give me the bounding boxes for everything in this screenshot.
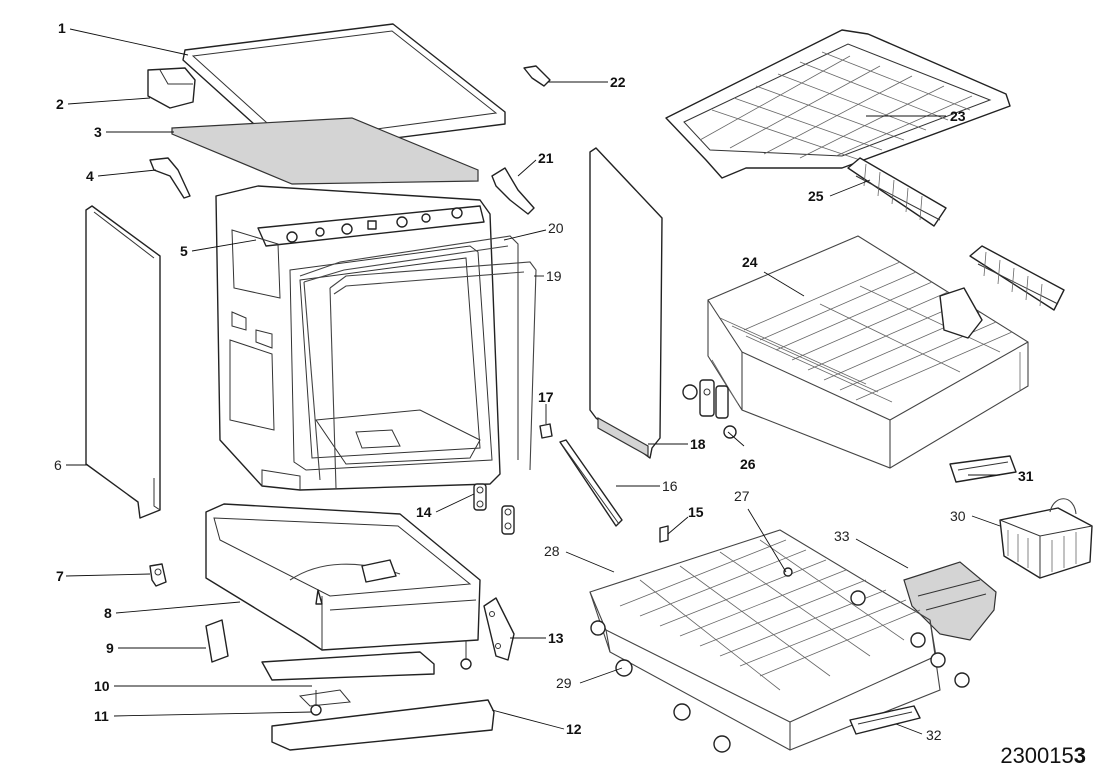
- callout-29: 29: [556, 675, 572, 691]
- part-side-panel-left: [85, 205, 161, 519]
- part-plinth-bar: [559, 439, 623, 527]
- leader-lines: [65, 28, 1001, 735]
- control-knobs: [286, 207, 463, 243]
- part-valve: [149, 563, 167, 587]
- callout-22: 22: [610, 74, 626, 90]
- part-basket-wheels: [590, 590, 970, 753]
- callout-19: 19: [546, 268, 562, 284]
- callout-26: 26: [740, 456, 756, 472]
- callout-9: 9: [106, 640, 114, 656]
- part-basket-handle-lower: [849, 705, 921, 735]
- part-access-panel: [205, 619, 229, 663]
- callout-5: 5: [180, 243, 188, 259]
- callout-8: 8: [104, 605, 112, 621]
- callout-18: 18: [690, 436, 706, 452]
- part-lower-basket: [589, 529, 941, 751]
- callout-27: 27: [734, 488, 750, 504]
- part-worktop: [182, 23, 506, 153]
- part-upper-tray: [665, 29, 1011, 179]
- part-basket-pin: [783, 567, 793, 577]
- part-small-cap: [659, 525, 669, 543]
- callout-31: 31: [1018, 468, 1034, 484]
- callout-28: 28: [544, 543, 560, 559]
- callout-23: 23: [950, 108, 966, 124]
- tray-grid: [699, 51, 973, 161]
- callout-6: 6: [54, 457, 62, 473]
- callout-3: 3: [94, 124, 102, 140]
- callout-7: 7: [56, 568, 64, 584]
- part-door-hinges: [473, 483, 515, 535]
- diagram-code: 2300153: [1000, 743, 1086, 769]
- callout-24: 24: [742, 254, 758, 270]
- callout-12: 12: [566, 721, 582, 737]
- lower-basket-tines: [619, 539, 921, 691]
- callout-33: 33: [834, 528, 850, 544]
- callout-30: 30: [950, 508, 966, 524]
- part-door-gaskets: [299, 235, 537, 489]
- callout-10: 10: [94, 678, 110, 694]
- diagram-code-suffix: 3: [1073, 743, 1086, 768]
- callout-13: 13: [548, 630, 564, 646]
- part-tub-body: [215, 185, 501, 491]
- callout-20: 20: [548, 220, 564, 236]
- callout-17: 17: [538, 389, 554, 405]
- part-upper-basket: [707, 235, 1029, 469]
- part-cutlery-insert: [903, 561, 997, 641]
- callout-25: 25: [808, 188, 824, 204]
- callout-4: 4: [86, 168, 94, 184]
- part-clip-side: [539, 423, 553, 439]
- part-fixing-bracket-right: [491, 167, 535, 215]
- callout-14: 14: [416, 504, 432, 520]
- callout-21: 21: [538, 150, 554, 166]
- callout-11: 11: [94, 708, 109, 724]
- callout-numbers: 1 2 3 4 5 6 7 8 9 10 11 12 13 14 15 16 1…: [54, 20, 1034, 743]
- callout-15: 15: [688, 504, 704, 520]
- part-base-frame: [205, 503, 481, 651]
- part-cutlery-basket: [999, 498, 1093, 579]
- callout-1: 1: [58, 20, 66, 36]
- upper-basket-tines: [711, 261, 1021, 405]
- part-rear-trim: [147, 67, 196, 109]
- part-feet: [310, 640, 472, 716]
- part-basket-adjusters: [682, 379, 737, 439]
- callout-2: 2: [56, 96, 64, 112]
- callout-16: 16: [662, 478, 678, 494]
- part-cup-racks: [847, 157, 1065, 311]
- part-fixing-bracket-left: [149, 157, 191, 199]
- part-side-panel-right: [589, 147, 663, 459]
- part-insulation-sheet: [171, 117, 479, 185]
- part-base-bracket: [483, 597, 515, 661]
- part-clip-top: [523, 65, 551, 87]
- diagram-code-prefix: 230015: [1000, 743, 1074, 768]
- part-kickplate: [261, 651, 495, 751]
- callout-32: 32: [926, 727, 942, 743]
- part-basket-handle-upper: [949, 455, 1017, 483]
